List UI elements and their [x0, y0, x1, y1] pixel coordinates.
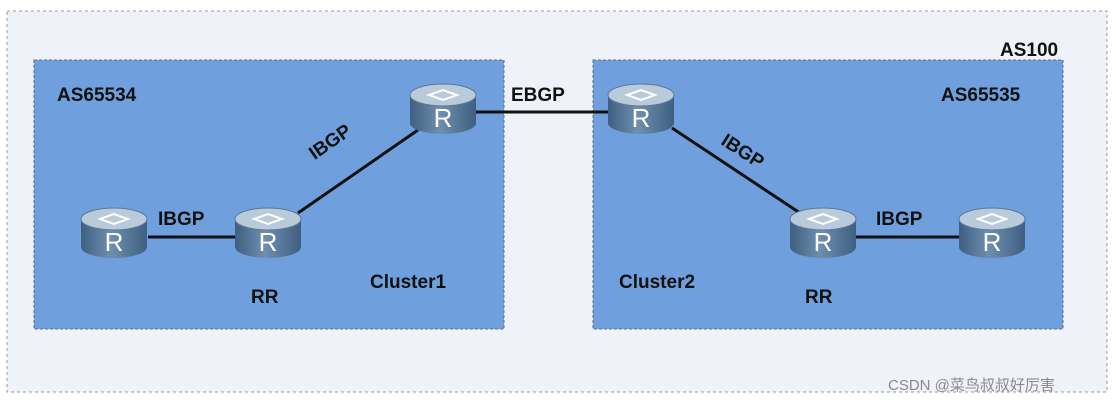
router-left-rr — [234, 207, 302, 259]
link-left-rr-border — [297, 128, 419, 215]
cluster1-label: Cluster1 — [370, 272, 447, 293]
router-left-client — [80, 207, 148, 259]
watermark-text: CSDN @菜鸟叔叔好厉害 — [888, 377, 1055, 394]
router-right-border — [607, 83, 675, 135]
ibgp-label-left-bottom: IBGP — [158, 209, 205, 230]
router-right-rr — [789, 207, 857, 259]
router-left-border — [409, 83, 477, 135]
router-right-client — [958, 207, 1026, 259]
cluster2-label: Cluster2 — [619, 272, 696, 293]
ibgp-label-right-bottom: IBGP — [876, 209, 923, 230]
ebgp-label: EBGP — [511, 85, 565, 106]
link-right-border-rr — [671, 126, 801, 215]
rr-label-right: RR — [805, 287, 833, 308]
as65535-label: AS65535 — [941, 85, 1021, 106]
rr-label-left: RR — [251, 287, 279, 308]
as65534-label: AS65534 — [57, 85, 137, 106]
as100-label: AS100 — [1000, 40, 1059, 61]
